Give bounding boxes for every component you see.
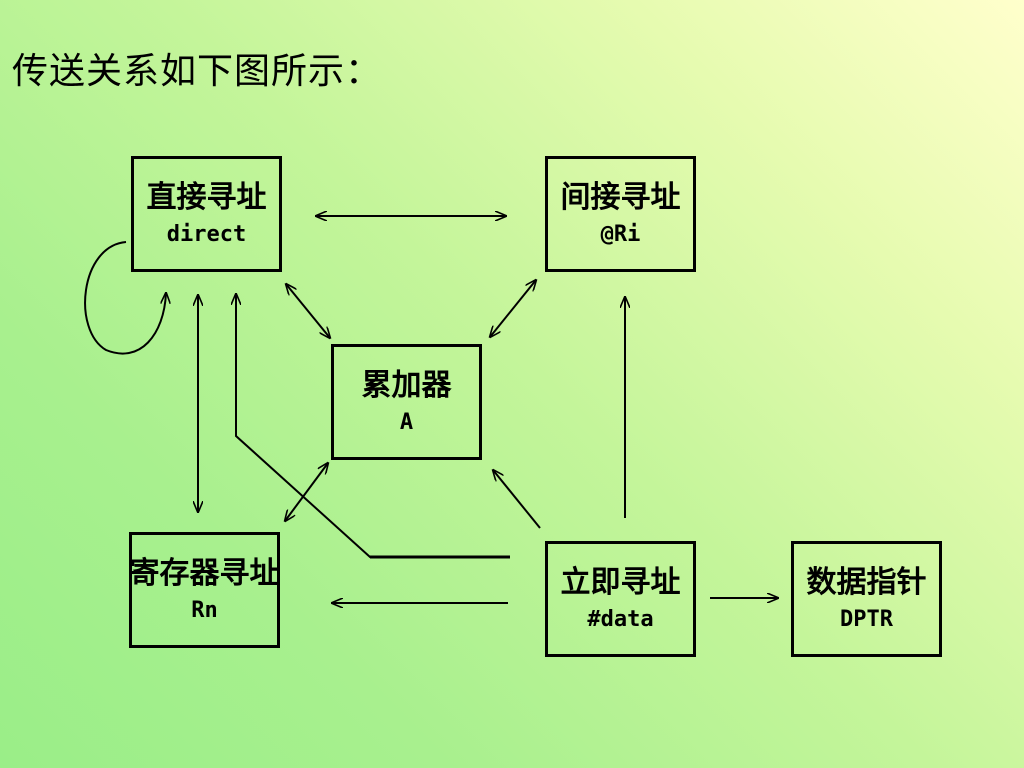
accumulator-symbol: A <box>399 409 414 435</box>
immediate-addressing-label: 立即寻址 <box>560 565 681 601</box>
direct-addressing-label: 直接寻址 <box>146 180 267 216</box>
slide-title: 传送关系如下图所示： <box>12 51 383 92</box>
register-addressing-box: 寄存器寻址 Rn <box>129 532 280 648</box>
arrow-direct-self-loop <box>84 241 166 355</box>
register-addressing-symbol: Rn <box>191 597 218 623</box>
indirect-addressing-symbol: @Ri <box>600 221 641 247</box>
data-pointer-label: 数据指针 <box>806 565 927 601</box>
data-pointer-box: 数据指针 DPTR <box>791 541 942 657</box>
indirect-addressing-label: 间接寻址 <box>560 180 681 216</box>
direct-addressing-symbol: direct <box>166 221 247 247</box>
arrow-direct-acc <box>286 284 330 338</box>
data-pointer-symbol: DPTR <box>840 606 893 632</box>
register-addressing-label: 寄存器寻址 <box>129 556 280 592</box>
indirect-addressing-box: 间接寻址 @Ri <box>545 156 696 272</box>
direct-addressing-box: 直接寻址 direct <box>131 156 282 272</box>
arrow-indirect-acc <box>490 280 536 337</box>
immediate-addressing-box: 立即寻址 #data <box>545 541 696 657</box>
accumulator-box: 累加器 A <box>331 344 482 460</box>
arrow-immediate-acc <box>493 470 541 529</box>
accumulator-label: 累加器 <box>361 368 452 404</box>
arrow-acc-register <box>285 463 328 521</box>
immediate-addressing-symbol: #data <box>587 606 654 632</box>
